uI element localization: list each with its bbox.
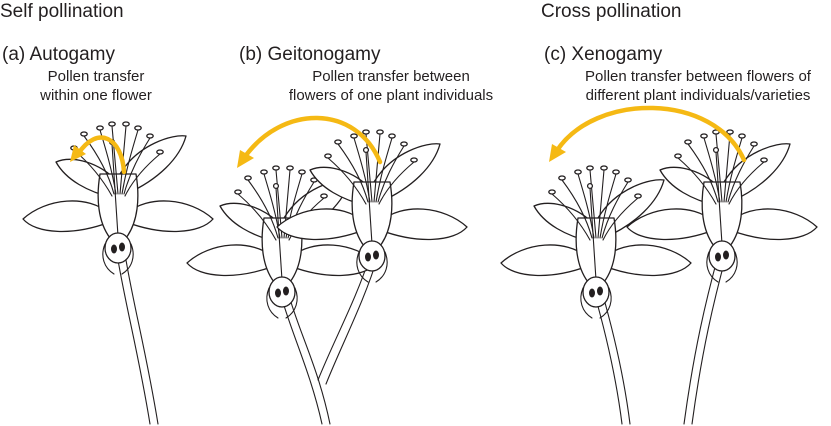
curved-arrow-icon [549, 105, 747, 163]
self-pollination-heading: Self pollination [0, 1, 124, 22]
panel-b-label: (b) Geitonogamy [239, 44, 381, 65]
geitonogamy-plant [186, 129, 468, 425]
panel-b-desc-line1: Pollen transfer between [312, 68, 470, 85]
panel-a-label: (a) Autogamy [2, 44, 115, 65]
xenogamy-plants [500, 129, 818, 425]
autogamy-flower [22, 121, 214, 425]
curved-arrow-icon [237, 115, 383, 168]
panel-c-description: Pollen transfer between flowers of diffe… [565, 67, 831, 105]
panel-a-desc-line1: Pollen transfer [47, 68, 145, 85]
panel-b-description: Pollen transfer between flowers of one p… [268, 67, 514, 105]
panel-c-desc-line2: different plant individuals/varieties [585, 87, 811, 104]
panel-b-desc-line2: flowers of one plant individuals [288, 87, 494, 104]
curved-arrow-icon [70, 135, 127, 175]
panel-a-description: Pollen transfer within one flower [24, 67, 168, 105]
panel-a-desc-line2: within one flower [40, 87, 152, 104]
panel-c-desc-line1: Pollen transfer between flowers of [585, 68, 811, 85]
cross-pollination-heading: Cross pollination [541, 1, 682, 22]
panel-c-label: (c) Xenogamy [544, 44, 663, 65]
